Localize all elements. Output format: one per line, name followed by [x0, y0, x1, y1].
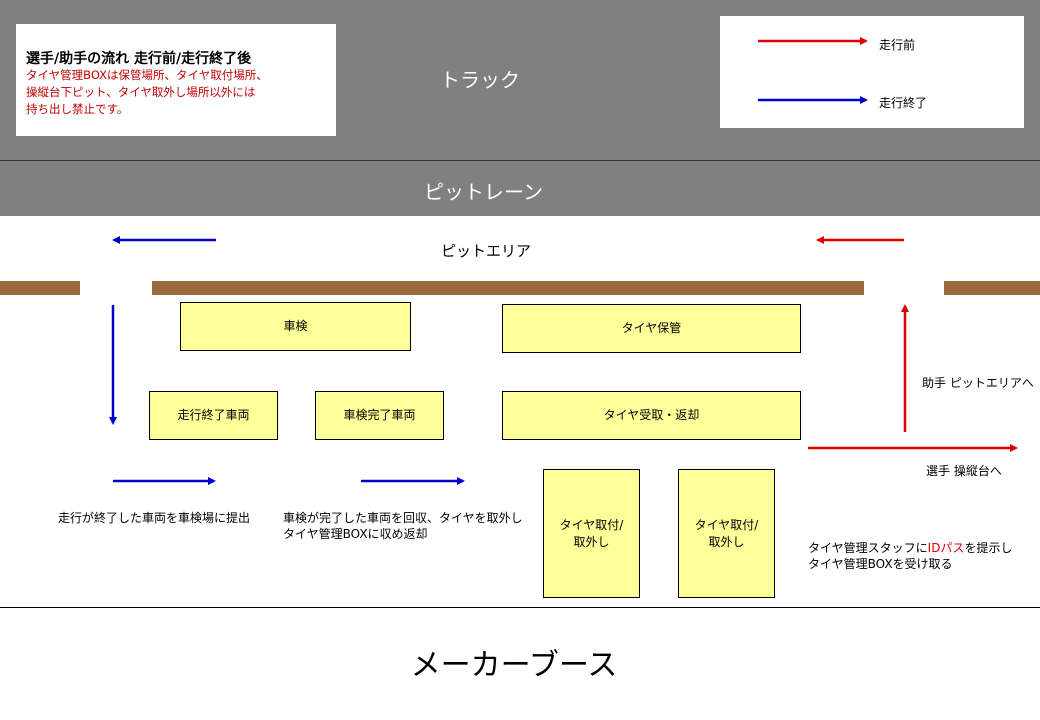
- id-pass-text: タイヤ管理スタッフに: [808, 541, 928, 555]
- pit-lane-area: [0, 161, 1040, 216]
- maker-booth-label: メーカーブース: [410, 648, 618, 683]
- legend: 走行前 走行終了: [720, 16, 1024, 128]
- note-line: 持ち出し禁止です。: [26, 102, 129, 116]
- tire-mount-text: タイヤ取付/: [559, 518, 624, 533]
- tire-mount-text: 取外し: [708, 534, 745, 549]
- track-pitlane-divider: [0, 160, 1040, 161]
- legend-after-label: 走行終了: [879, 96, 928, 110]
- driver-to-stand-label: 選手 操縦台へ: [926, 464, 1002, 478]
- collect-vehicle-label: 車検が完了した車両を回収、タイヤを取外し タイヤ管理BOXに収め返却: [283, 510, 523, 542]
- submit-to-inspection-label: 走行が終了した車両を車検場に提出: [58, 511, 251, 525]
- collect-line: 車検が完了した車両を回収、タイヤを取外し: [283, 511, 523, 525]
- booth-divider: [0, 607, 1040, 608]
- tire-storage-box: タイヤ保管: [502, 304, 801, 353]
- tire-mount-text: タイヤ取付/: [694, 518, 759, 533]
- id-pass-label: タイヤ管理スタッフにIDパスを提示し タイヤ管理BOXを受け取る: [808, 540, 1012, 572]
- tire-mount-box-1: タイヤ取付/取外し: [543, 469, 640, 598]
- finished-vehicle-box: 走行終了車両: [149, 391, 278, 440]
- note-line: タイヤ管理BOXは保管場所、タイヤ取付場所、: [26, 68, 268, 82]
- inspected-vehicle-box: 車検完了車両: [315, 391, 444, 440]
- note-title: 選手/助手の流れ 走行前/走行終了後: [26, 51, 252, 67]
- pit-lane-label: ピットレーン: [424, 180, 543, 204]
- id-pass-highlight: IDパス: [927, 541, 965, 555]
- note-box: 選手/助手の流れ 走行前/走行終了後 タイヤ管理BOXは保管場所、タイヤ取付場所…: [16, 24, 336, 136]
- pit-area-label: ピットエリア: [441, 242, 532, 260]
- pit-wall-segment: [944, 281, 1040, 295]
- tire-mount-text: 取外し: [573, 534, 610, 549]
- receive-box-text: タイヤ管理BOXを受け取る: [808, 557, 953, 572]
- legend-before-label: 走行前: [879, 38, 916, 52]
- collect-line: タイヤ管理BOXに収め返却: [283, 527, 428, 542]
- pit-wall-segment: [152, 281, 864, 295]
- note-line: 操縦台下ピット、タイヤ取外し場所以外には: [26, 85, 256, 99]
- tire-receive-return-box: タイヤ受取・返却: [502, 391, 801, 440]
- id-pass-text: を提示し: [964, 541, 1013, 555]
- tire-mount-box-2: タイヤ取付/取外し: [678, 469, 775, 598]
- track-label: トラック: [440, 68, 520, 92]
- pit-wall-segment: [0, 281, 80, 295]
- inspection-box: 車検: [180, 302, 411, 351]
- assistant-to-pit-label: 助手 ピットエリアへ: [922, 376, 1034, 390]
